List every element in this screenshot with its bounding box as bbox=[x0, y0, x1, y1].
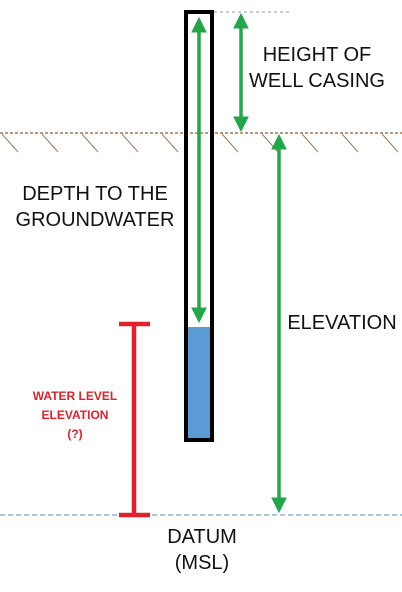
well-casing bbox=[184, 10, 290, 442]
groundwater-fill bbox=[187, 327, 211, 440]
casing-outline bbox=[184, 10, 214, 442]
depth-to-groundwater-label: DEPTH TO THE GROUNDWATER bbox=[0, 181, 190, 233]
label-line: HEIGHT OF bbox=[262, 44, 372, 66]
label-line: WATER LEVEL bbox=[32, 389, 118, 403]
label-line: ELEVATION bbox=[287, 312, 397, 334]
label-line: DEPTH TO THE bbox=[22, 183, 168, 205]
label-line: (?) bbox=[67, 427, 83, 441]
height-of-well-casing-label: HEIGHT OF WELL CASING bbox=[232, 42, 402, 94]
elevation-label: ELEVATION bbox=[282, 310, 402, 336]
ground-surface bbox=[0, 132, 402, 153]
label-line: (MSL) bbox=[174, 552, 230, 574]
label-line: ELEVATION bbox=[41, 408, 109, 422]
water-level-elevation-marker bbox=[119, 321, 150, 518]
ground-hatching bbox=[1, 133, 399, 153]
label-line: DATUM bbox=[167, 526, 237, 548]
water-level-elevation-label: WATER LEVEL ELEVATION (?) bbox=[20, 387, 130, 444]
label-line: GROUNDWATER bbox=[15, 209, 175, 231]
datum-label: DATUM (MSL) bbox=[140, 524, 264, 576]
label-line: WELL CASING bbox=[249, 70, 385, 92]
